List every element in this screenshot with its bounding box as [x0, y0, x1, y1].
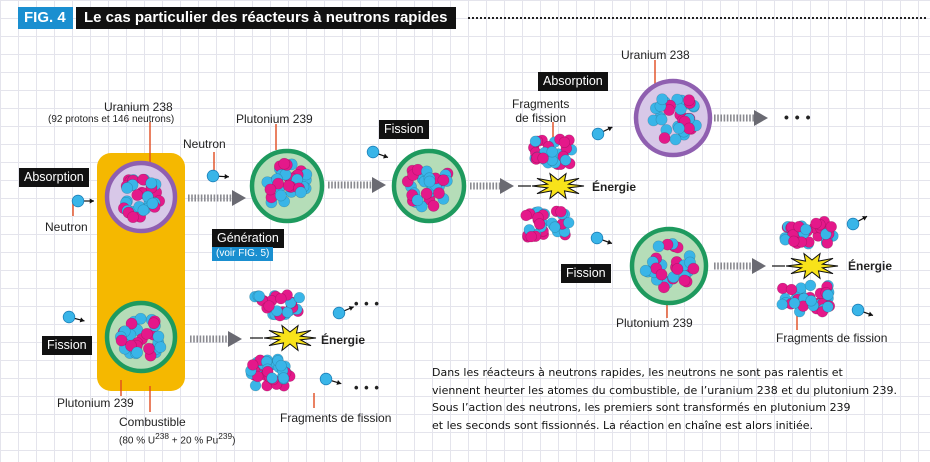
tag-generation: Génération	[212, 229, 284, 248]
fragments-layer	[245, 133, 839, 392]
free-neutron-mid	[206, 169, 230, 183]
paragraph-line-3: Sous l’action des neutrons, les premiers…	[432, 401, 851, 414]
combustible-sup-238: 238	[155, 431, 170, 441]
dotted-arrows	[188, 110, 768, 347]
label-plutonium-239-right: Plutonium 239	[616, 316, 693, 330]
fragment-top-2	[520, 205, 575, 243]
label-neutron-left: Neutron	[45, 220, 88, 234]
paragraph-line-2: viennent heurter les atomes du combustib…	[432, 383, 898, 397]
dotted-arrow-6	[714, 258, 766, 274]
fragment-top-1	[528, 133, 578, 171]
tag-fission-left: Fission	[42, 336, 92, 355]
fragment-right-1	[779, 215, 839, 250]
tag-generation-ref: (voir FIG. 5)	[212, 247, 274, 261]
neutron-right-2	[851, 303, 874, 317]
energy-burst-bottom	[250, 324, 317, 352]
dotted-arrow-1	[188, 190, 246, 206]
dotted-arrow-5	[190, 331, 242, 347]
fragment-right-2	[776, 279, 836, 318]
combustible-prefix: (80 % U	[119, 435, 156, 447]
label-uranium-238: Uranium 238	[104, 100, 173, 114]
label-uranium-238-detail: (92 protons et 146 neutrons)	[48, 114, 175, 125]
label-neutron: Neutron	[183, 137, 226, 151]
label-energie-bottom: Énergie	[321, 333, 366, 347]
label-uranium-238-top-right: Uranium 238	[621, 48, 690, 62]
neutron-bottom-2	[319, 372, 342, 386]
neutrons-layer	[62, 126, 874, 386]
incoming-neutron-bottom	[62, 310, 85, 324]
incoming-neutron-left	[71, 194, 94, 208]
explanation-paragraph: Dans les réacteurs à neutrons rapides, l…	[432, 364, 922, 434]
leader-lines	[72, 60, 798, 412]
combustible-suffix: )	[232, 435, 236, 447]
neutron-top-1	[591, 126, 613, 141]
label-combustible: Combustible	[119, 415, 186, 429]
figure-tag: FIG. 4	[18, 7, 73, 29]
energy-bursts	[250, 172, 839, 352]
ellipsis-bottom: • • •	[354, 380, 380, 395]
label-fragments-right: Fragments de fission	[776, 331, 888, 345]
label-fragments-top: Fragments de fission	[512, 97, 570, 125]
combustible-sup-239: 239	[218, 431, 233, 441]
paragraph-line-1: Dans les réacteurs à neutrons rapides, l…	[432, 366, 843, 379]
label-plutonium-239-bottom-left: Plutonium 239	[57, 396, 134, 410]
neutron-bottom-1	[332, 306, 354, 320]
figure-title: Le cas particulier des réacteurs à neutr…	[76, 7, 456, 29]
paragraph-line-4: et les seconds sont fissionnés. La réact…	[432, 418, 814, 432]
neutron-top-2	[590, 231, 613, 245]
tag-fission-right: Fission	[561, 264, 611, 283]
ellipsis-right: • • •	[784, 109, 812, 125]
plutonium-239-nucleus-left	[104, 300, 178, 374]
dotted-arrow-3	[470, 178, 514, 194]
tag-fission-mid: Fission	[379, 120, 429, 139]
ellipsis-top: • • •	[354, 296, 380, 311]
atoms-layer	[104, 78, 713, 374]
plutonium-239-nucleus-fission	[391, 148, 467, 224]
neutron-right-1	[846, 215, 868, 231]
plutonium-239-nucleus-right	[629, 226, 709, 306]
label-energie-right: Énergie	[848, 259, 893, 273]
header-dotted-rule	[468, 17, 926, 19]
uranium-238-nucleus-left	[104, 160, 178, 234]
tag-absorption-right: Absorption	[538, 72, 608, 91]
incoming-neutron-fission	[366, 145, 389, 159]
plutonium-239-nucleus-mid	[249, 148, 325, 224]
energy-burst-top	[518, 172, 585, 200]
fragment-bottom-1	[249, 289, 306, 322]
label-energie-top: Énergie	[592, 180, 637, 194]
combustible-mid: + 20 % Pu	[169, 435, 219, 447]
uranium-238-nucleus-right	[633, 78, 713, 158]
tag-absorption-left: Absorption	[19, 168, 89, 187]
dotted-arrow-4	[714, 110, 768, 126]
energy-burst-right	[772, 252, 839, 280]
label-fragments-bottom: Fragments de fission	[280, 411, 392, 425]
dotted-arrow-2	[328, 177, 386, 193]
label-plutonium-239: Plutonium 239	[236, 112, 313, 126]
fragment-bottom-2	[245, 353, 296, 392]
label-combustible-detail: (80 % U238 + 20 % Pu239)	[119, 430, 235, 447]
